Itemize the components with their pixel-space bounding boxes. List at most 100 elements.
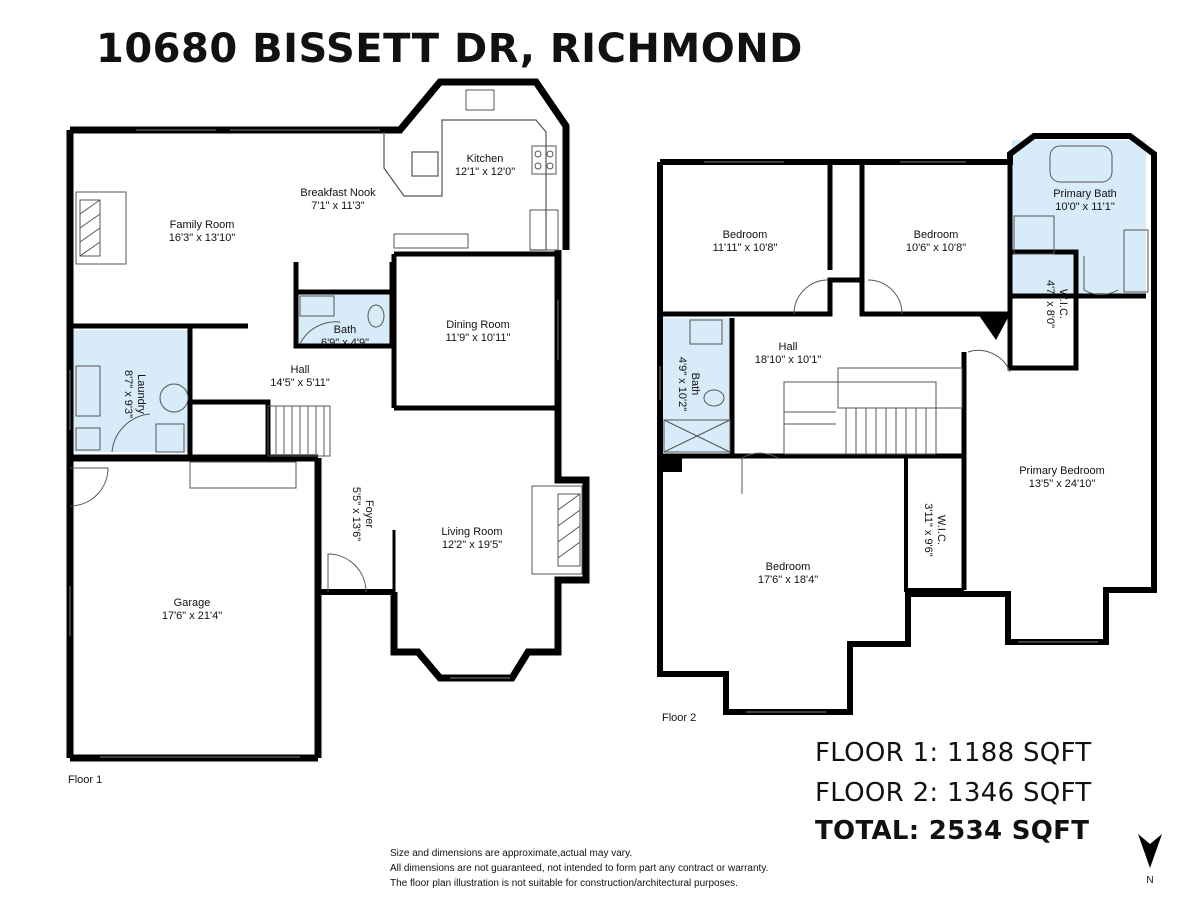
f2-bath-tile — [662, 318, 732, 452]
room-dims: 8'7" x 9'3" — [122, 369, 134, 419]
plan-title: 10680 BISSETT DR, RICHMOND — [96, 26, 803, 72]
f1-bath-tile — [296, 294, 392, 344]
room-name: Bath — [689, 372, 701, 396]
f2-primary-bath-tile — [1012, 140, 1146, 298]
room-breakfast-nook: Breakfast Nook 7'1" x 11'3" — [300, 187, 375, 213]
f2-bath-vanity — [689, 319, 723, 345]
f1-toilet — [367, 304, 385, 328]
room-name: Bedroom — [913, 229, 959, 241]
room-dims: 14'5" x 5'11" — [270, 377, 330, 389]
room-name: Family Room — [169, 219, 235, 231]
f2-flue-block — [660, 456, 682, 472]
f1-kitchen-counter — [383, 119, 547, 251]
room-name: W.I.C. — [1057, 289, 1069, 319]
f1-laundry-door — [111, 413, 151, 453]
f1-foyer-door — [327, 553, 367, 593]
f1-hall-stair-wall — [190, 399, 271, 458]
room-dims: 10'0" x 11'1" — [1055, 201, 1115, 213]
room-dims: 12'1" x 12'0" — [454, 166, 516, 178]
north-arrow: N — [1136, 832, 1164, 886]
f1-kitchen-sink — [465, 89, 495, 111]
floor-2-label: Floor 2 — [662, 712, 697, 724]
room-name: Garage — [173, 597, 211, 609]
room-name: Bedroom — [765, 561, 811, 573]
f1-fridge — [529, 209, 559, 251]
f2-door-2 — [867, 279, 903, 315]
room-dims: 6'9" x 4'9" — [320, 337, 370, 349]
room-name: Dining Room — [446, 319, 510, 331]
f1-washer — [75, 365, 101, 417]
f2-door-3 — [741, 452, 779, 494]
room-dims: 13'5" x 24'10" — [1028, 478, 1096, 490]
disclaimer-line: The floor plan illustration is not suita… — [390, 878, 738, 889]
room-primary-bath: Primary Bath 10'0" x 11'1" — [1053, 188, 1117, 214]
room-bath-floor2: Bath 4'9" x 10'2" — [675, 357, 701, 411]
f1-garage-counter — [189, 461, 297, 489]
room-name: Living Room — [441, 526, 503, 538]
room-hall-floor1: Hall 14'5" x 5'11" — [270, 364, 330, 390]
room-dims: 3'11" x 9'6" — [922, 503, 934, 557]
room-living-room: Living Room 12'2" x 19'5" — [441, 526, 502, 552]
room-laundry: Laundry 8'7" x 9'3" — [121, 370, 147, 418]
room-bedroom-b: Bedroom 10'6" x 10'8" — [906, 229, 966, 255]
room-foyer: Foyer 5'5" x 13'6" — [349, 487, 375, 541]
room-name: Bedroom — [722, 229, 768, 241]
room-wic-a: W.I.C. 4'7" x 8'0" — [1043, 280, 1069, 328]
room-name: Laundry — [135, 374, 147, 414]
f1-stove — [531, 145, 557, 175]
f2-windows — [659, 161, 1098, 713]
f1-windows — [69, 129, 559, 758]
room-hall-floor2: Hall 18'10" x 10'1" — [755, 341, 821, 367]
f1-laundry-sink — [75, 427, 101, 451]
f2-wic-b-walls — [904, 456, 964, 592]
f2-bedroom-bottom-wall — [660, 277, 1010, 317]
room-name: Hall — [290, 364, 310, 376]
disclaimer-line: All dimensions are not guaranteed, not i… — [390, 863, 769, 874]
f1-laundry-tile — [72, 330, 190, 452]
room-name: Bath — [333, 324, 357, 336]
floor-1-label: Floor 1 — [68, 774, 103, 786]
room-wic-b: W.I.C. 3'11" x 9'6" — [921, 503, 947, 556]
room-name: Primary Bath — [1053, 188, 1117, 200]
f1-dryer — [155, 423, 185, 453]
f2-toilet — [703, 389, 725, 407]
room-dims: 16'3" x 13'10" — [168, 232, 236, 244]
floor-2-area: FLOOR 2: 1346 SQFT — [815, 778, 1092, 808]
total-area: TOTAL: 2534 SQFT — [815, 816, 1090, 846]
room-dining-room: Dining Room 11'9" x 10'11" — [446, 319, 511, 345]
room-dims: 11'11" x 10'8" — [712, 242, 778, 254]
room-name: Primary Bedroom — [1019, 465, 1105, 477]
north-arrow-icon — [1138, 834, 1162, 868]
f2-corner-block — [978, 314, 1010, 340]
room-dims: 5'5" x 13'6" — [350, 486, 362, 542]
f1-stairs — [267, 405, 331, 457]
room-name: W.I.C. — [935, 515, 947, 545]
room-dims: 18'10" x 10'1" — [754, 354, 822, 366]
room-name: Foyer — [363, 499, 375, 529]
f1-family-fireplace — [75, 191, 127, 265]
f2-stairs — [783, 367, 963, 455]
floor-1-area: FLOOR 1: 1188 SQFT — [815, 738, 1092, 768]
north-label: N — [1146, 875, 1154, 886]
room-dims: 17'6" x 18'4" — [757, 574, 819, 586]
f2-bathtub — [1049, 145, 1113, 183]
room-bedroom-a: Bedroom 11'11" x 10'8" — [713, 229, 778, 255]
f2-door-4 — [967, 349, 1011, 373]
floor-2-plan — [657, 133, 1157, 715]
room-dims: 10'6" x 10'8" — [905, 242, 967, 254]
disclaimer-line: Size and dimensions are approximate,actu… — [390, 848, 633, 859]
f2-primary-vanity — [1123, 229, 1149, 293]
f1-kitchen-island — [411, 151, 439, 177]
room-dims: 17'6" x 21'4" — [161, 610, 223, 622]
disclaimer: Size and dimensions are approximate,actu… — [390, 846, 768, 891]
room-family-room: Family Room 16'3" x 13'10" — [169, 219, 235, 245]
room-primary-bedroom: Primary Bedroom 13'5" x 24'10" — [1019, 465, 1105, 491]
f1-garage-door-swing — [69, 467, 109, 507]
room-dims: 11'9" x 10'11" — [445, 332, 511, 344]
room-bath-floor1: Bath 6'9" x 4'9" — [321, 324, 369, 350]
f2-outer-wall — [657, 133, 1157, 715]
f2-door-1 — [793, 279, 829, 315]
room-bedroom-c: Bedroom 17'6" x 18'4" — [758, 561, 818, 587]
f2-primary-shower — [1013, 215, 1055, 255]
